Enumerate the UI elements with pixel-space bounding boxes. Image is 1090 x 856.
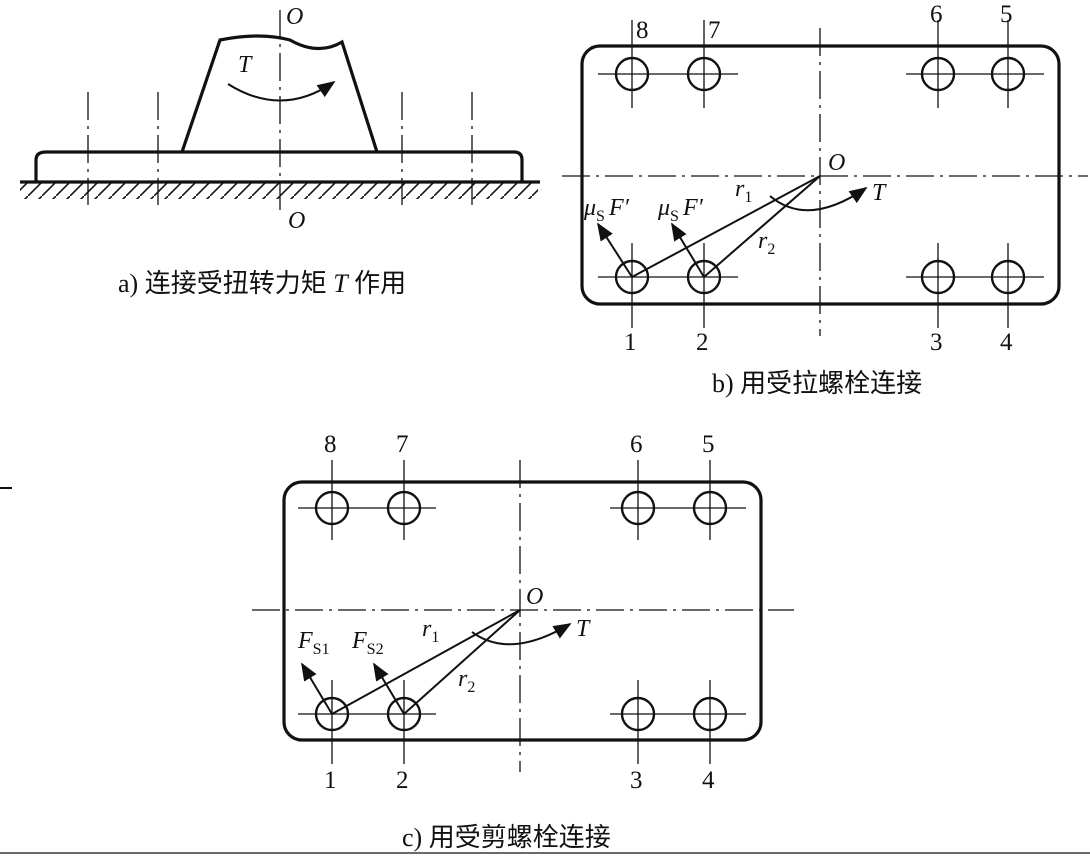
bolt-number-6-b: 6 xyxy=(930,1,943,28)
bolt-3-b xyxy=(920,259,956,295)
label-r1-b: r1 xyxy=(735,176,752,206)
bolt-8-c xyxy=(314,490,350,526)
bolt-6-b xyxy=(920,56,956,92)
bolt-4-c xyxy=(692,696,728,732)
bolt-number-4-b: 4 xyxy=(1000,329,1013,356)
bolt-number-7-b: 7 xyxy=(708,17,721,44)
bolt-number-5-c: 5 xyxy=(702,431,715,458)
bolt-number-2-c: 2 xyxy=(396,767,409,794)
radius-r1-b xyxy=(631,175,821,278)
radius-r1-c xyxy=(331,609,521,715)
label-T-b: T xyxy=(872,180,887,206)
bolt-number-2-b: 2 xyxy=(696,329,709,356)
bolt-5-b xyxy=(990,56,1026,92)
torque-arrow-c xyxy=(471,623,572,646)
bolt-3-c xyxy=(620,696,656,732)
bolt-crosshairs-b xyxy=(598,20,1044,328)
bolt-1-b xyxy=(614,259,650,295)
bolt-2-b xyxy=(686,259,722,295)
bolt-8-b xyxy=(614,56,650,92)
bolt-crosshairs-c xyxy=(298,460,746,764)
bolt-number-3-b: 3 xyxy=(930,329,943,356)
label-O-c: O xyxy=(526,584,543,610)
bolt-number-1-c: 1 xyxy=(324,767,337,794)
caption-c: c) 用受剪螺栓连接 xyxy=(402,823,611,852)
bolt-number-5-b: 5 xyxy=(1000,1,1013,28)
column-body xyxy=(180,34,379,153)
bolt-6-c xyxy=(620,490,656,526)
bolt-2-c xyxy=(386,696,422,732)
force-arrow-2-c xyxy=(373,662,405,715)
bolt-7-b xyxy=(686,56,722,92)
label-O-bottom: O xyxy=(288,208,305,234)
bolt-number-4-c: 4 xyxy=(702,767,715,794)
plate-c xyxy=(282,480,763,742)
bolt-number-6-c: 6 xyxy=(630,431,643,458)
ground-hatch xyxy=(20,183,538,199)
torque-arrow-b xyxy=(769,186,868,212)
bolt-number-7-c: 7 xyxy=(396,431,409,458)
label-T-c: T xyxy=(576,616,591,642)
base-plate xyxy=(34,150,524,182)
caption-b: b) 用受拉螺栓连接 xyxy=(712,369,922,398)
label-O-b: O xyxy=(828,150,845,176)
bolt-5-c xyxy=(692,490,728,526)
bolt-number-8-b: 8 xyxy=(636,17,649,44)
label-r2-c: r2 xyxy=(458,666,475,696)
force-label-2-c: FS2 xyxy=(351,628,384,658)
bolt-1-c xyxy=(314,696,350,732)
panel-a: T O O a) 连接受扭转力矩 T 作用 xyxy=(20,4,540,298)
radius-r2-b xyxy=(703,175,821,278)
bolt-4-b xyxy=(990,259,1026,295)
bolt-7-c xyxy=(386,490,422,526)
radius-r2-c xyxy=(403,609,521,715)
label-O-top: O xyxy=(286,4,303,30)
bolt-number-3-c: 3 xyxy=(630,767,643,794)
label-r1-c: r1 xyxy=(422,616,439,646)
force-label-1-c: FS1 xyxy=(297,628,330,658)
torque-arrow xyxy=(227,80,336,102)
bolt-number-1-b: 1 xyxy=(624,329,637,356)
label-r2-b: r2 xyxy=(758,228,775,258)
force-arrow-1-b xyxy=(597,222,633,278)
caption-a: a) 连接受扭转力矩 T 作用 xyxy=(118,269,406,298)
bolt-number-8-c: 8 xyxy=(324,431,337,458)
force-arrow-1-c xyxy=(301,662,333,715)
panel-c: O T FS1 FS2 r1 r2 8 7 6 5 1 2 3 4 c) 用受剪… xyxy=(252,431,794,852)
force-arrow-2-b xyxy=(671,222,705,278)
label-T: T xyxy=(238,52,253,78)
